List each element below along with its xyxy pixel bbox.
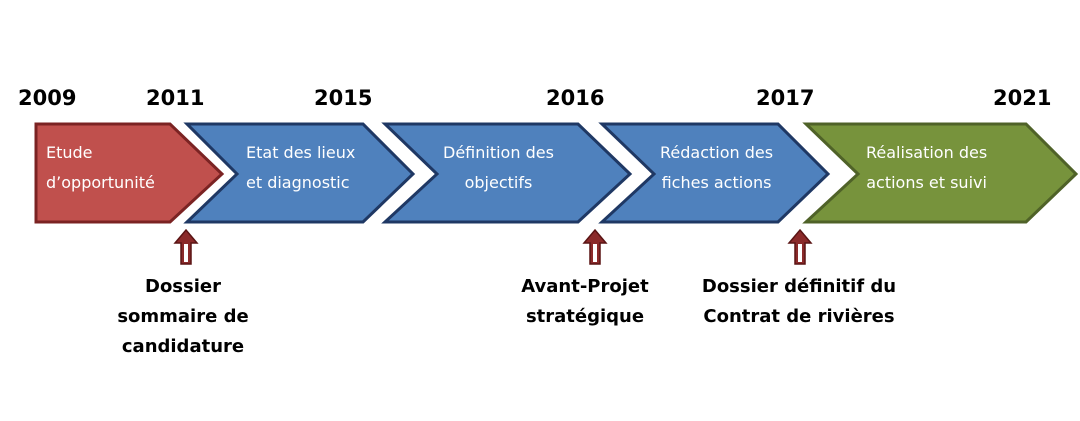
phase-label-line: fiches actions bbox=[661, 173, 772, 192]
chevron-etat-des-lieux bbox=[183, 122, 416, 224]
chevron-definition bbox=[381, 122, 633, 224]
milestone-line: Contrat de rivières bbox=[703, 306, 895, 327]
milestone-line: stratégique bbox=[525, 306, 645, 327]
milestone-dossier-definitif: Dossier définitif du Contrat de rivières bbox=[688, 272, 910, 332]
phase-label-line: Etude bbox=[46, 143, 93, 162]
phase-label-realisation: Réalisation des actions et suivi bbox=[866, 138, 987, 198]
arrow-highlight bbox=[593, 244, 597, 262]
phase-label-line: Définition des bbox=[443, 143, 554, 162]
phase-label-line: actions et suivi bbox=[866, 173, 987, 192]
phase-label-line: objectifs bbox=[464, 173, 533, 192]
milestone-line: Dossier bbox=[145, 276, 221, 297]
phase-label-line: Réalisation des bbox=[866, 143, 988, 162]
milestone-avant-projet: Avant-Projet stratégique bbox=[505, 272, 665, 332]
phase-label-etude: Etude d’opportunité bbox=[46, 138, 155, 198]
milestone-line: candidature bbox=[121, 336, 245, 357]
phase-label-line: d’opportunité bbox=[46, 173, 155, 192]
phase-label-line: et diagnostic bbox=[246, 173, 350, 192]
milestone-line: Dossier définitif du bbox=[701, 276, 897, 297]
phase-label-redaction: Rédaction des fiches actions bbox=[660, 138, 773, 198]
arrow-highlight bbox=[184, 244, 188, 262]
phase-label-line: Etat des lieux bbox=[246, 143, 356, 162]
chevron-redaction bbox=[598, 122, 831, 224]
milestone-dossier-sommaire: Dossier sommaire de candidature bbox=[108, 272, 258, 362]
milestone-line: sommaire de bbox=[117, 306, 249, 327]
year-2016: 2016 bbox=[546, 86, 605, 110]
arrow-highlight bbox=[798, 244, 802, 262]
year-2021: 2021 bbox=[993, 86, 1052, 110]
year-2015: 2015 bbox=[314, 86, 373, 110]
phase-label-line: Rédaction des bbox=[660, 143, 774, 162]
year-2017: 2017 bbox=[756, 86, 815, 110]
phase-label-definition: Définition des objectifs bbox=[443, 138, 554, 198]
phase-label-etat-des-lieux: Etat des lieux et diagnostic bbox=[246, 138, 355, 198]
year-2009: 2009 bbox=[18, 86, 77, 110]
chevron-realisation bbox=[802, 122, 1079, 224]
year-2011: 2011 bbox=[146, 86, 205, 110]
milestone-line: Avant-Projet bbox=[521, 276, 649, 297]
chevron-etude bbox=[34, 122, 225, 224]
